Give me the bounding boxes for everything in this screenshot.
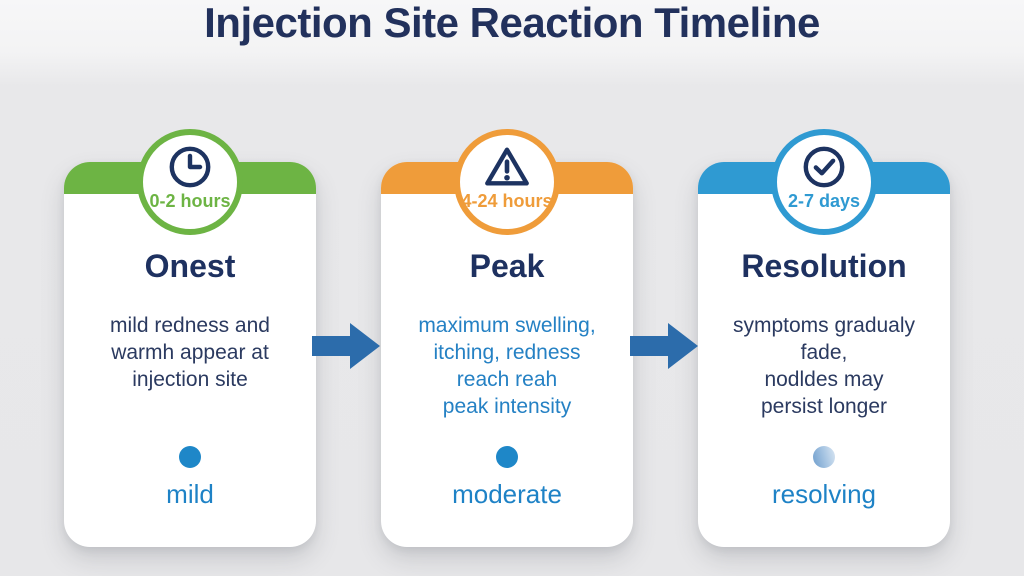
badge-time-label: 4-24 hours [461,191,553,211]
severity-label: resolving [771,479,877,509]
badge-time-label: 2-7 days [787,191,861,211]
stage-card-resolution: 2-7 days Resolution symptoms gradualy fa… [698,129,950,547]
stage-description: symptoms gradualy fade, nodldes may pers… [732,314,916,418]
stage-badge: 2-7 days [771,129,877,235]
stage-card-peak: 4-24 hours Peak maximum swelling, itchin… [381,129,633,547]
stage-card-onset: 0-2 hours Onest mild redness and warmh a… [64,129,316,547]
right-arrow-icon [630,323,698,369]
severity-dot [496,446,518,468]
stage-heading: Resolution [741,248,907,284]
badge-time-label: 0-2 hours [149,191,231,211]
severity-label: mild [166,479,214,509]
stage-badge: 0-2 hours [137,129,243,235]
clock-icon [169,146,211,188]
stage-description: mild redness and warmh appear at injecti… [110,314,270,391]
stage-description: maximum swelling, itching, redness reach… [418,314,596,418]
stage-heading: Peak [469,248,545,284]
warning-triangle-icon [485,147,529,186]
severity-dot [179,446,201,468]
page-title: Injection Site Reaction Timeline [204,0,820,46]
timeline-cards-row: 0-2 hours Onest mild redness and warmh a… [64,129,950,547]
severity-label: moderate [452,479,562,509]
stage-badge: 4-24 hours [454,129,560,235]
stage-heading: Onest [144,248,236,284]
right-arrow-icon [312,323,380,369]
severity-dot [813,446,835,468]
check-circle-icon [803,146,845,188]
